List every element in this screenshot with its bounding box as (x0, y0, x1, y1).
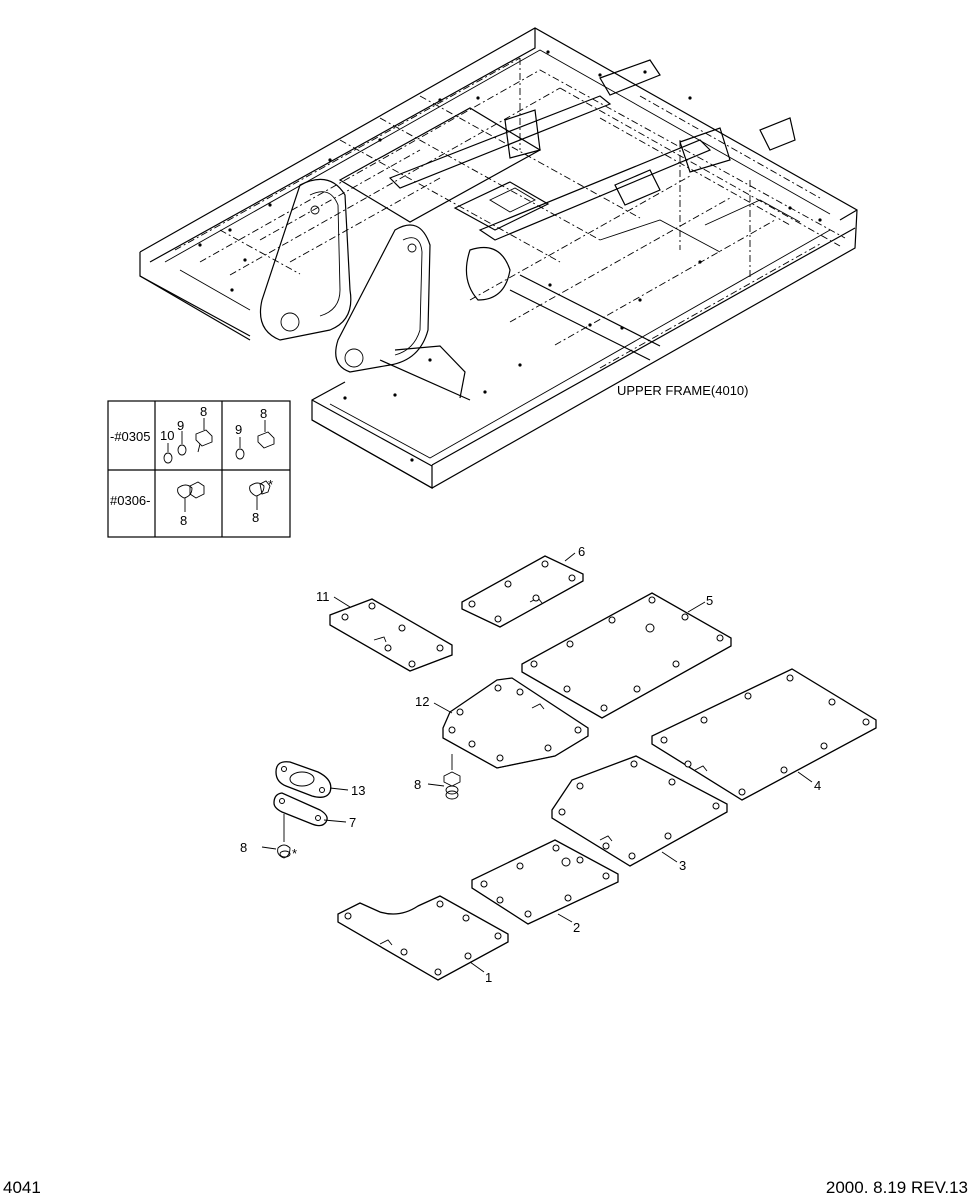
callout-1: 1 (485, 970, 492, 985)
lockwasher-bolt-icon (235, 420, 275, 460)
cover-plate-5 (521, 592, 732, 719)
callout-star: * (292, 846, 297, 861)
upper-frame-drawing (139, 27, 858, 490)
cover-plate-6 (461, 552, 584, 628)
callout-7: 7 (349, 815, 356, 830)
flange-bolt-star-icon (249, 480, 271, 510)
flange-bolt-8-icon (261, 844, 291, 859)
table-r1c1-callout-10: 10 (160, 428, 174, 443)
callout-6: 6 (578, 544, 585, 559)
table-row1-label: -#0305 (110, 429, 150, 444)
table-r1c2-callout-9: 9 (235, 422, 242, 437)
table-r1c1-callout-9: 9 (177, 418, 184, 433)
washer-bolt-set-icon (163, 418, 213, 464)
cover-plate-1 (337, 895, 509, 981)
callout-2: 2 (573, 920, 580, 935)
cover-plate-12 (433, 677, 589, 769)
table-r1c1-callout-8: 8 (200, 404, 207, 419)
table-r2c1-callout-8: 8 (180, 513, 187, 528)
callout-8-plate7: 8 (240, 840, 247, 855)
table-r2c2-callout-8: 8 (252, 510, 259, 525)
callout-11: 11 (316, 589, 330, 604)
callout-12: 12 (415, 694, 429, 709)
flange-bolt-icon (177, 481, 205, 512)
bolt-variant-table (107, 400, 291, 538)
callout-8-plate12: 8 (414, 777, 421, 792)
table-r2c2-callout-star: * (268, 477, 273, 492)
bolt-8-icon (427, 754, 461, 800)
cover-plate-11 (329, 596, 453, 672)
frame-bolt-dots (198, 50, 822, 462)
table-r1c2-callout-8: 8 (260, 406, 267, 421)
revision-date: 2000. 8.19 REV.13 (826, 1178, 968, 1197)
page-number: 4041 (3, 1178, 41, 1197)
cover-plate-4 (651, 668, 877, 801)
callout-4: 4 (814, 778, 821, 793)
callout-5: 5 (706, 593, 713, 608)
callout-3: 3 (679, 858, 686, 873)
cover-plate-7 (273, 792, 347, 842)
upper-frame-label: UPPER FRAME(4010) (617, 383, 748, 398)
gasket-13 (275, 761, 349, 798)
cover-plate-3 (551, 755, 728, 867)
cover-plate-2 (471, 839, 619, 925)
table-row2-label: #0306- (110, 493, 150, 508)
callout-13: 13 (351, 783, 365, 798)
